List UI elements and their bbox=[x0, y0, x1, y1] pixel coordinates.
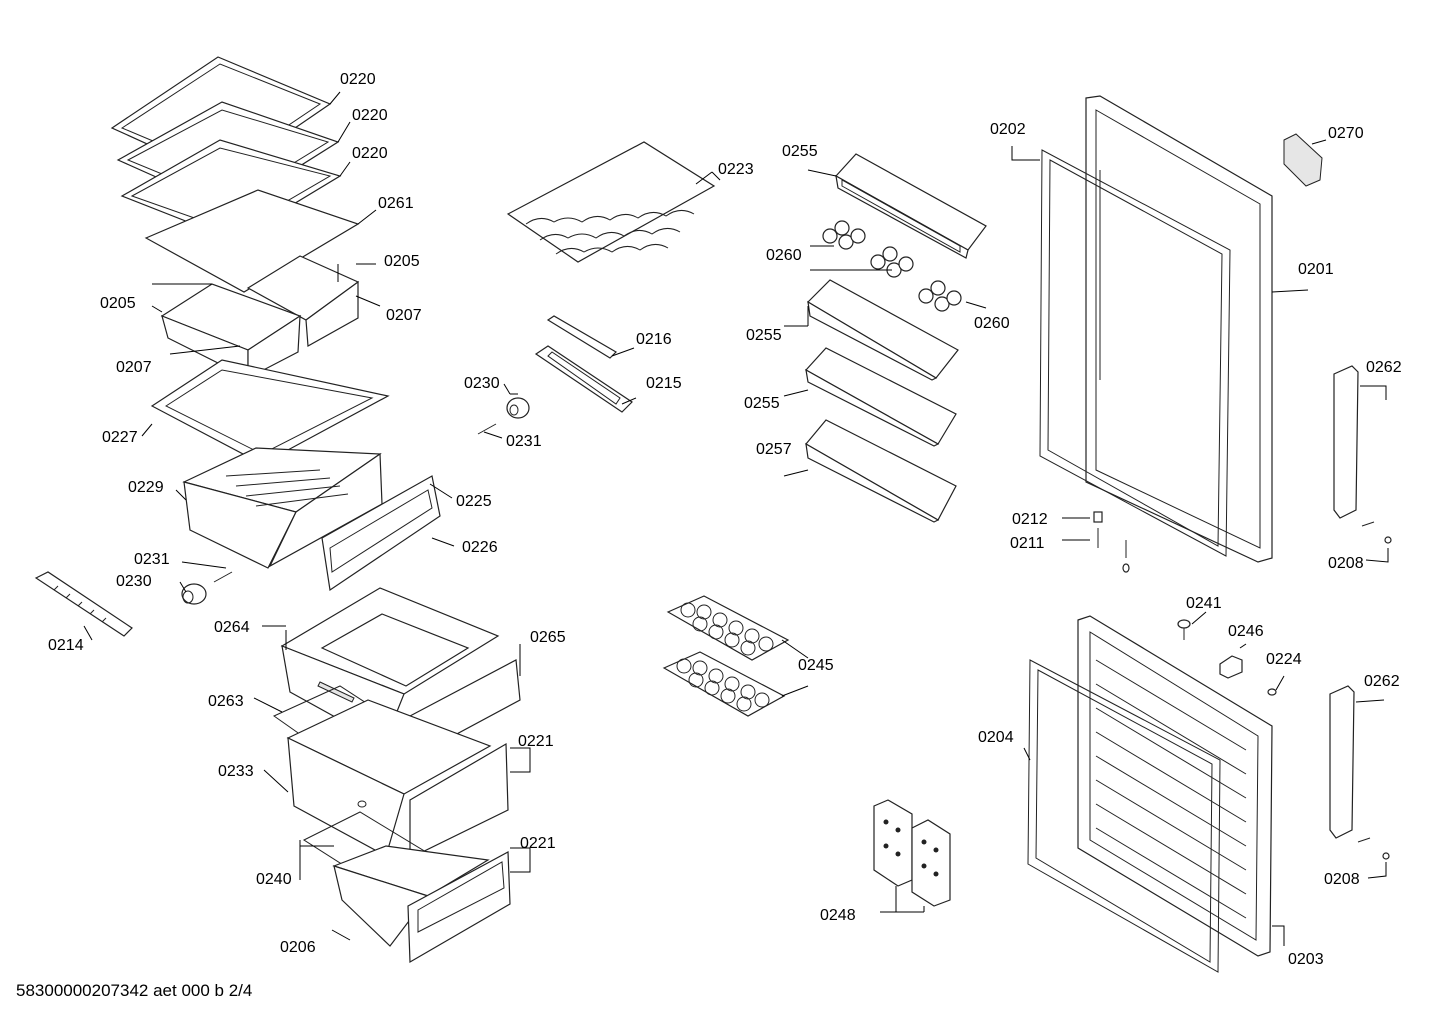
handle-upper bbox=[1333, 365, 1359, 519]
label-0211: 0211 bbox=[1010, 535, 1045, 552]
label-0202: 0202 bbox=[990, 121, 1026, 138]
rack-strip bbox=[546, 315, 617, 359]
rack-holder bbox=[534, 345, 633, 413]
screw-upper bbox=[1361, 521, 1392, 544]
small-drawer-right bbox=[246, 255, 360, 347]
label-0208-a: 0208 bbox=[1328, 555, 1364, 572]
label-0261: 0261 bbox=[378, 195, 414, 212]
freezer-drawer-bottom-front bbox=[407, 851, 511, 964]
label-0265: 0265 bbox=[530, 629, 566, 646]
door-bin-4 bbox=[805, 419, 957, 523]
label-0263: 0263 bbox=[208, 693, 244, 710]
label-0203: 0203 bbox=[1288, 951, 1324, 968]
label-0223: 0223 bbox=[718, 161, 754, 178]
label-0201: 0201 bbox=[1298, 261, 1334, 278]
screw-lower bbox=[1357, 837, 1390, 860]
label-0241: 0241 bbox=[1186, 595, 1222, 612]
label-0214: 0214 bbox=[48, 637, 84, 654]
fridge-door bbox=[1085, 95, 1273, 563]
leader-lines bbox=[83, 91, 1389, 946]
rail-left bbox=[34, 571, 133, 637]
label-0220-a: 0220 bbox=[340, 71, 376, 88]
hinge-cap bbox=[1177, 619, 1191, 640]
label-0215: 0215 bbox=[646, 375, 682, 392]
roller-center bbox=[477, 397, 530, 435]
label-0257: 0257 bbox=[756, 441, 792, 458]
label-0255-a: 0255 bbox=[782, 143, 818, 160]
label-0231-a: 0231 bbox=[134, 551, 170, 568]
label-0208-b: 0208 bbox=[1324, 871, 1360, 888]
label-0231-b: 0231 bbox=[506, 433, 542, 450]
label-0230-a: 0230 bbox=[116, 573, 152, 590]
label-0227: 0227 bbox=[102, 429, 138, 446]
bottle-rack bbox=[506, 141, 716, 263]
door-bin-top bbox=[835, 153, 987, 259]
label-0207-b: 0207 bbox=[116, 359, 152, 376]
label-0229: 0229 bbox=[128, 479, 164, 496]
label-0248: 0248 bbox=[820, 907, 856, 924]
label-0204: 0204 bbox=[978, 729, 1014, 746]
label-0260-a: 0260 bbox=[766, 247, 802, 264]
label-0246: 0246 bbox=[1228, 623, 1264, 640]
label-0220-b: 0220 bbox=[352, 107, 388, 124]
egg-holder-2 bbox=[870, 246, 914, 278]
roller-left bbox=[181, 571, 233, 605]
label-0224: 0224 bbox=[1266, 651, 1302, 668]
label-0262-a: 0262 bbox=[1366, 359, 1402, 376]
door-pin bbox=[1093, 511, 1130, 573]
egg-holder-1 bbox=[822, 220, 866, 250]
label-0226: 0226 bbox=[462, 539, 498, 556]
label-0260-b: 0260 bbox=[974, 315, 1010, 332]
freezer-door bbox=[1077, 615, 1273, 957]
label-0207-a: 0207 bbox=[386, 307, 422, 324]
egg-tray-lower bbox=[662, 651, 786, 717]
label-0245: 0245 bbox=[798, 657, 834, 674]
label-0221-a: 0221 bbox=[518, 733, 554, 750]
door-stop bbox=[1219, 655, 1243, 679]
label-0221-b: 0221 bbox=[520, 835, 556, 852]
cool-pack-left bbox=[873, 799, 913, 887]
small-drawer-left bbox=[160, 283, 302, 379]
fridge-door-gasket bbox=[1039, 149, 1231, 557]
label-0262-b: 0262 bbox=[1364, 673, 1400, 690]
label-0206: 0206 bbox=[280, 939, 316, 956]
door-bin-2 bbox=[807, 279, 959, 381]
freezer-drawer-bottom bbox=[332, 845, 490, 947]
crisper-cover-frame bbox=[150, 359, 390, 465]
label-0230-b: 0230 bbox=[464, 375, 500, 392]
door-bin-3 bbox=[805, 347, 957, 447]
egg-holder-3 bbox=[918, 280, 962, 312]
label-0216: 0216 bbox=[636, 331, 672, 348]
label-0255-b: 0255 bbox=[746, 327, 782, 344]
freezer-pin bbox=[1267, 688, 1277, 696]
label-0270: 0270 bbox=[1328, 125, 1364, 142]
crisper-front-panel bbox=[321, 475, 441, 592]
label-0205-a: 0205 bbox=[384, 253, 420, 270]
freezer-door-gasket bbox=[1027, 659, 1221, 973]
label-0220-c: 0220 bbox=[352, 145, 388, 162]
crisper-drawer bbox=[182, 447, 383, 569]
label-0205-b: 0205 bbox=[100, 295, 136, 312]
handle-lower bbox=[1329, 685, 1355, 839]
cool-pack-right bbox=[911, 819, 951, 907]
label-0225: 0225 bbox=[456, 493, 492, 510]
label-0212: 0212 bbox=[1012, 511, 1048, 528]
freezer-drawer-middle-front bbox=[409, 742, 509, 859]
filter-cartridge bbox=[1283, 133, 1323, 187]
label-0264: 0264 bbox=[214, 619, 250, 636]
part-labels: 0220 0220 0220 0261 0205 0205 0207 0207 … bbox=[48, 71, 1402, 968]
egg-tray-upper bbox=[666, 595, 790, 661]
label-0240: 0240 bbox=[256, 871, 292, 888]
drawing-reference-footer: 58300000207342 aet 000 b 2/4 bbox=[16, 981, 253, 1000]
label-0233: 0233 bbox=[218, 763, 254, 780]
label-0255-c: 0255 bbox=[744, 395, 780, 412]
